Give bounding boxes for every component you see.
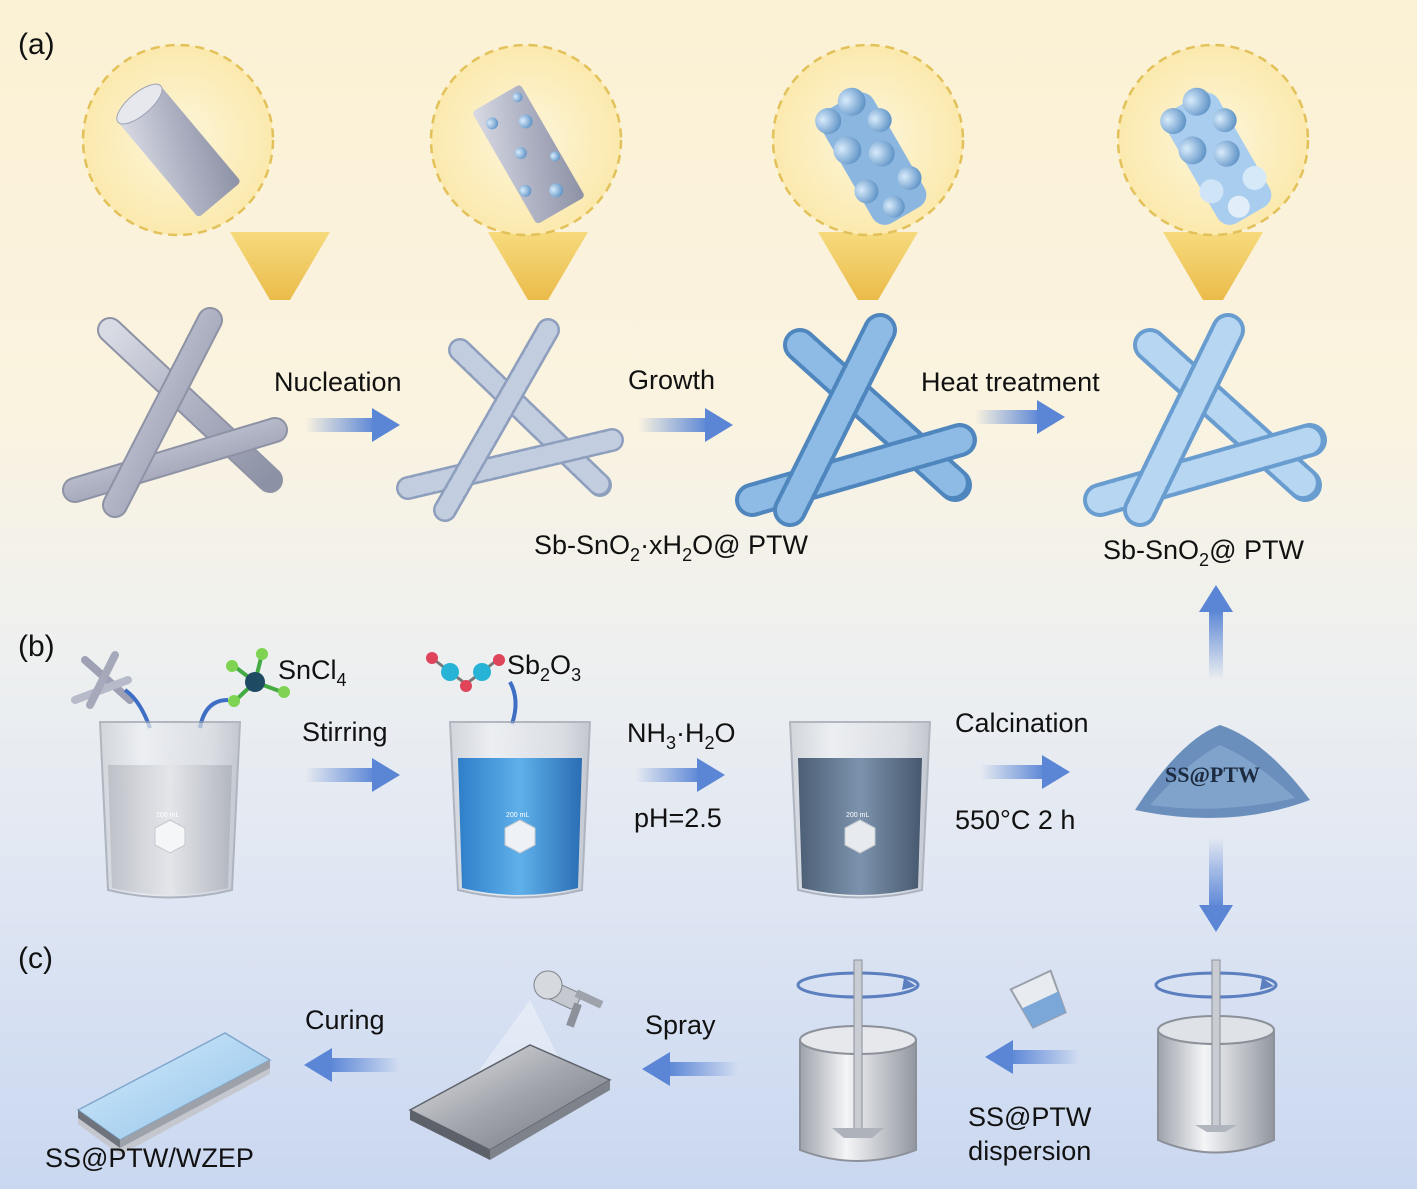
magnifier-bare-whisker: [81, 43, 330, 300]
arrow-ammonia: [635, 758, 725, 792]
beaker-clear: [98, 721, 242, 899]
step-curing: Curing: [305, 1005, 385, 1035]
metal-plate: [408, 1044, 612, 1160]
whisker-network-heat-treated: [1083, 313, 1327, 527]
arrow-spray: [642, 1052, 738, 1086]
mixer-vessel-empty: [1154, 959, 1278, 1154]
step-calcination: Calcination: [955, 708, 1089, 738]
panel-label-b: (b): [18, 630, 55, 663]
step-ammonia: NH3·H2O: [627, 718, 736, 753]
magnifier-grown-coating: [771, 43, 965, 300]
coated-plate: [76, 1032, 272, 1155]
beaker-dark: [788, 721, 932, 899]
sb2o3-molecule-icon: [426, 652, 505, 692]
whisker-network-bare: [62, 307, 288, 518]
whisker-network-nucleated: [396, 318, 624, 522]
arrow-heat-treatment: [975, 400, 1065, 434]
step-nucleation: Nucleation: [274, 367, 402, 397]
whisker-network-coated: [735, 313, 977, 527]
arrow-calcination: [980, 755, 1070, 789]
arrow-nucleation: [305, 408, 400, 442]
beaker-volume-label: 200 mL: [846, 812, 870, 819]
reagent-sb2o3: Sb2O3: [507, 650, 582, 685]
step-stirring: Stirring: [302, 717, 388, 747]
step-growth: Growth: [628, 365, 716, 395]
ph-condition: pH=2.5: [634, 803, 722, 833]
arrow-growth: [638, 408, 733, 442]
whisker-bundle-icon: [71, 651, 134, 709]
beaker-blue: [448, 721, 592, 899]
arrow-down-to-mixer: [1199, 838, 1233, 932]
beaker-volume-label: 200 mL: [506, 812, 530, 819]
arrow-up-to-product: [1199, 585, 1233, 680]
arrow-dispersion: [985, 1040, 1080, 1074]
product-label-hydrated: Sb-SnO2·xH2O@ PTW: [534, 530, 808, 565]
sncl4-molecule-icon: [226, 648, 290, 707]
magnifier-nucleated-whisker: [429, 43, 623, 300]
step-spray: Spray: [645, 1010, 716, 1040]
step-heat-treatment: Heat treatment: [921, 367, 1100, 397]
ss-ptw-powder-pile: [1135, 725, 1310, 818]
arrow-curing: [304, 1048, 400, 1082]
pouring-beaker: [1009, 969, 1067, 1029]
mixer-vessel-filled: [796, 959, 920, 1162]
product-label-final: Sb-SnO2@ PTW: [1103, 535, 1304, 570]
arrow-stirring: [305, 758, 400, 792]
drop-arrow-icon: [508, 681, 518, 725]
final-product-label: SS@PTW/WZEP: [45, 1143, 254, 1173]
beaker-volume-label: 200 mL: [156, 812, 180, 819]
panel-label-c: (c): [18, 942, 53, 975]
powder-label: SS@PTW: [1165, 762, 1261, 787]
magnifier-heat-treated: [1116, 43, 1310, 300]
panel-label-a: (a): [18, 28, 55, 61]
reagent-sncl4: SnCl4: [278, 655, 347, 690]
calcination-condition: 550°C 2 h: [955, 805, 1076, 835]
